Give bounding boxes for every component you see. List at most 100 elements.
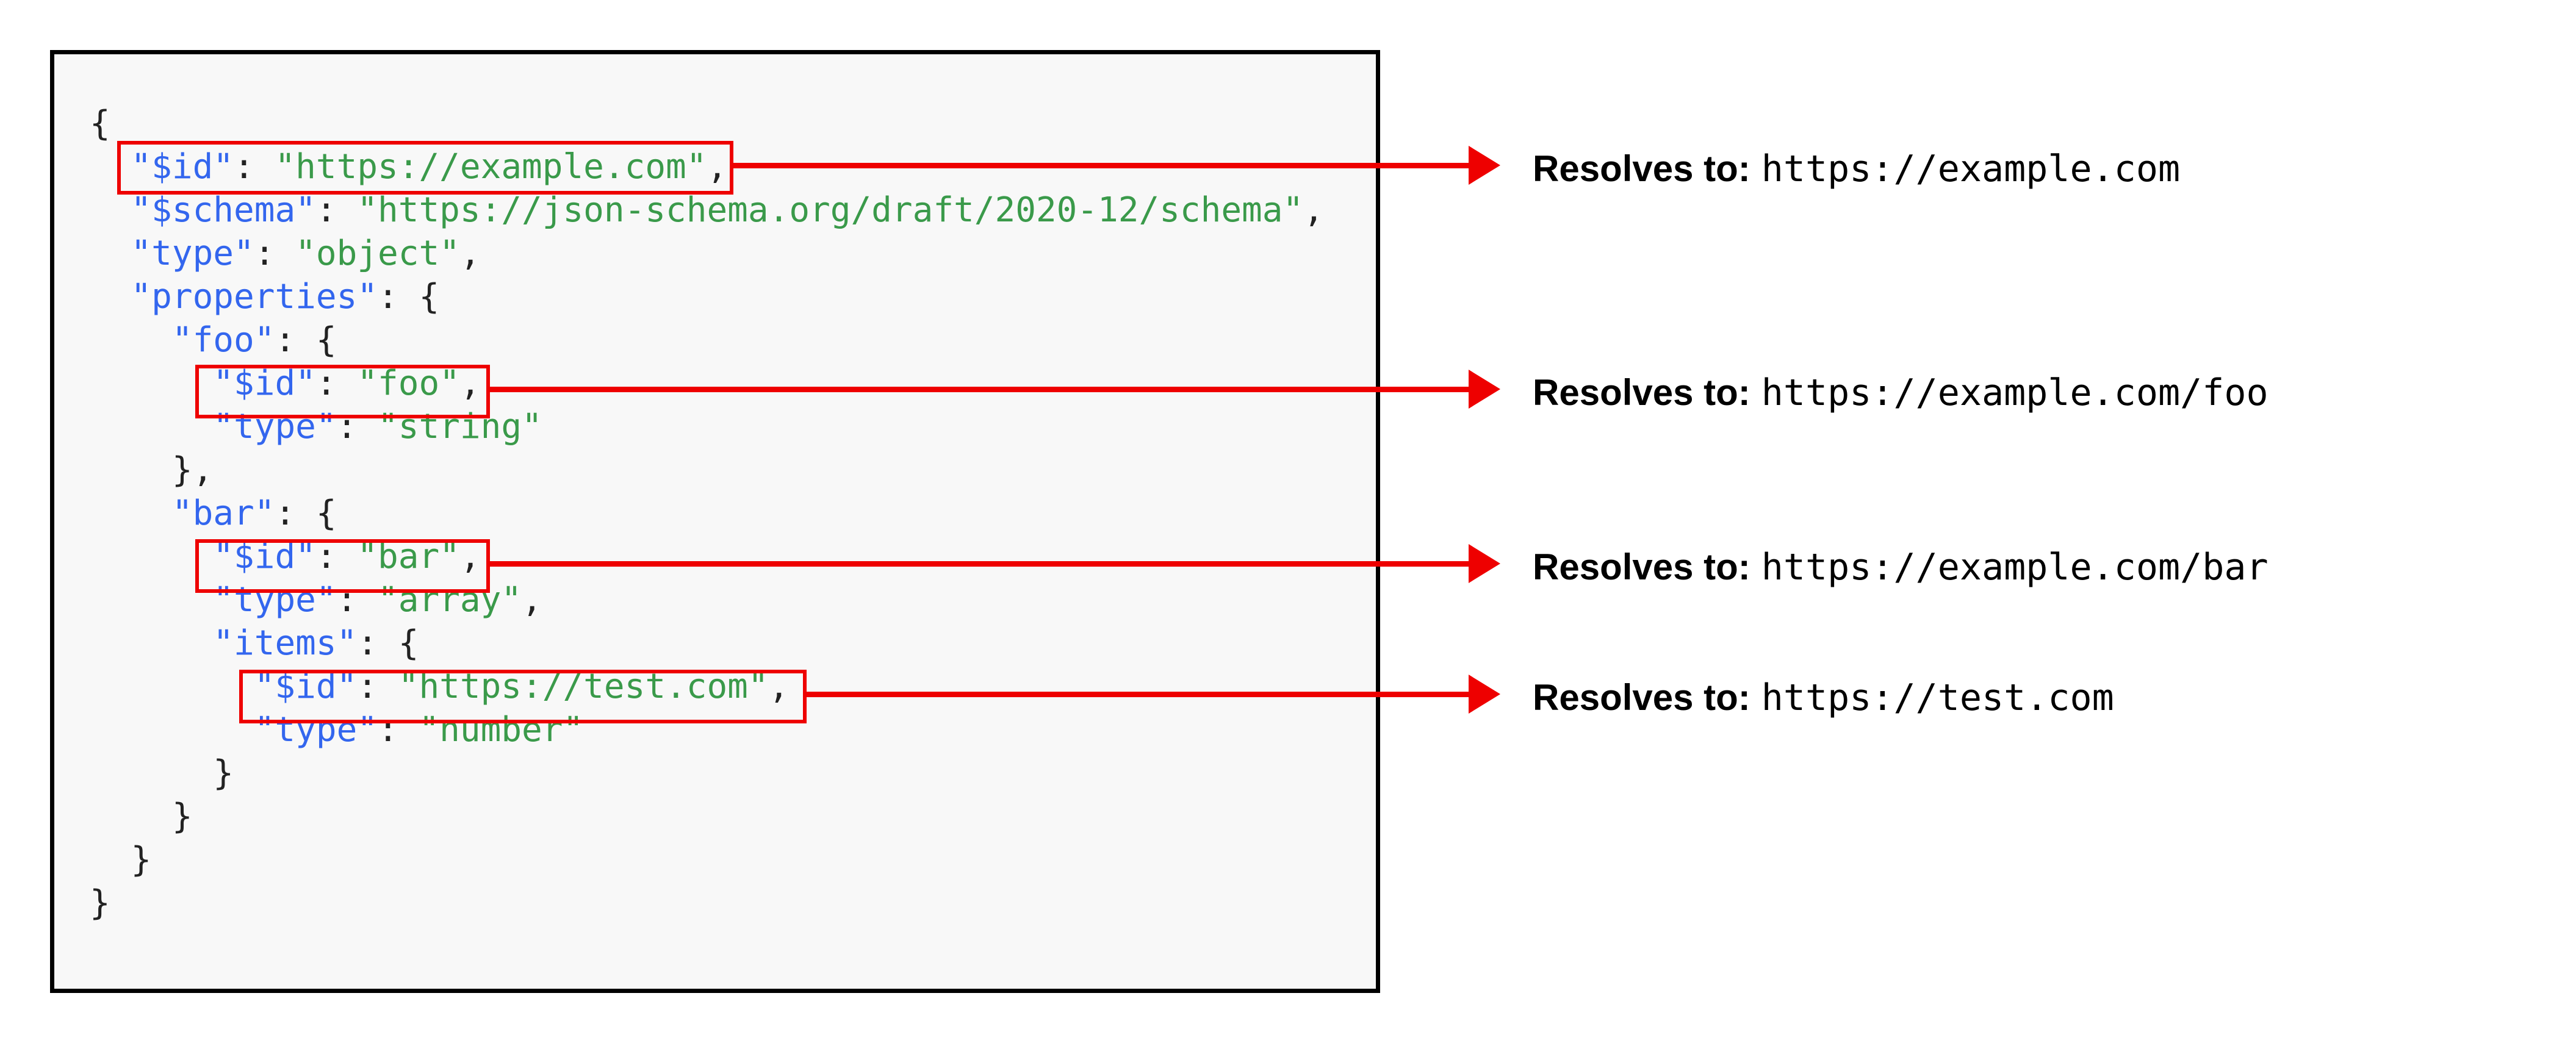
resolved-uri-value: https://example.com/foo bbox=[1761, 371, 2268, 414]
code-token-punct: { bbox=[90, 104, 110, 143]
code-token-key: "$id" bbox=[213, 364, 316, 403]
arrow-line bbox=[490, 561, 1469, 567]
code-line: "type": "object", bbox=[90, 232, 1324, 275]
code-token-punct: , bbox=[459, 234, 481, 273]
code-indent bbox=[90, 580, 213, 620]
code-token-key: "bar" bbox=[171, 493, 275, 533]
code-token-punct: } bbox=[213, 753, 234, 793]
json-code-panel: { "$id": "https://example.com", "$schema… bbox=[50, 50, 1380, 993]
code-line: "properties": { bbox=[90, 275, 1324, 318]
code-token-punct: : bbox=[336, 407, 378, 446]
code-token-punct: : bbox=[315, 537, 358, 576]
code-line: "foo": { bbox=[90, 318, 1324, 362]
code-token-punct: , bbox=[768, 667, 790, 706]
code-token-str: "https://json-schema.org/draft/2020-12/s… bbox=[357, 190, 1304, 230]
code-token-key: "items" bbox=[213, 623, 358, 663]
annotation-items-id: Resolves to: https://test.com bbox=[1533, 676, 2114, 719]
code-indent bbox=[90, 407, 213, 446]
code-token-punct: , bbox=[459, 537, 481, 576]
code-token-punct: : { bbox=[275, 493, 337, 533]
code-line: "$id": "bar", bbox=[90, 535, 1324, 578]
arrow-head-icon bbox=[1469, 146, 1500, 185]
arrow-line bbox=[807, 692, 1469, 697]
resolves-to-label: Resolves to: bbox=[1533, 677, 1750, 718]
code-line: "type": "number" bbox=[90, 708, 1324, 751]
code-indent bbox=[90, 364, 213, 403]
code-token-key: "type" bbox=[213, 407, 337, 446]
code-line: "items": { bbox=[90, 622, 1324, 665]
annotation-foo-id: Resolves to: https://example.com/foo bbox=[1533, 371, 2268, 414]
code-token-key: "$id" bbox=[254, 667, 358, 706]
resolved-uri-value: https://test.com bbox=[1761, 676, 2114, 719]
code-line: "$id": "foo", bbox=[90, 362, 1324, 405]
code-line: "bar": { bbox=[90, 492, 1324, 535]
code-token-punct: : bbox=[234, 147, 275, 187]
code-token-punct: : { bbox=[357, 623, 419, 663]
code-token-punct: , bbox=[522, 580, 542, 620]
code-line: "$schema": "https://json-schema.org/draf… bbox=[90, 188, 1324, 232]
code-token-str: "bar" bbox=[357, 537, 460, 576]
code-indent bbox=[90, 840, 131, 880]
arrow-head-icon bbox=[1469, 370, 1500, 409]
code-token-punct: : bbox=[378, 710, 419, 750]
code-line: { bbox=[90, 102, 1324, 145]
code-token-punct: : { bbox=[275, 320, 337, 360]
code-indent bbox=[90, 234, 131, 273]
code-indent bbox=[90, 450, 172, 490]
annotation-root-id: Resolves to:https://example.com bbox=[1533, 148, 2180, 190]
annotation-bar-id: Resolves to: https://example.com/bar bbox=[1533, 546, 2268, 589]
code-line: } bbox=[90, 881, 1324, 925]
code-indent bbox=[90, 623, 213, 663]
code-token-punct: : bbox=[254, 234, 296, 273]
code-indent bbox=[90, 667, 254, 706]
code-token-key: "$id" bbox=[213, 537, 316, 576]
code-line: "type": "string" bbox=[90, 405, 1324, 448]
code-line: "$id": "https://example.com", bbox=[90, 145, 1324, 188]
code-token-punct: : bbox=[336, 580, 378, 620]
arrow-line bbox=[490, 387, 1469, 392]
code-token-punct: : bbox=[315, 190, 358, 230]
arrow-line bbox=[733, 163, 1469, 168]
code-token-punct: } bbox=[90, 883, 110, 923]
code-token-str: "https://example.com" bbox=[275, 147, 707, 187]
code-indent bbox=[90, 710, 254, 750]
code-indent bbox=[90, 320, 172, 360]
code-token-key: "$schema" bbox=[131, 190, 316, 230]
resolves-to-label: Resolves to: bbox=[1533, 148, 1750, 189]
code-line: "$id": "https://test.com", bbox=[90, 665, 1324, 708]
code-token-str: "string" bbox=[378, 407, 542, 446]
code-token-punct: , bbox=[707, 147, 728, 187]
code-token-punct: : { bbox=[378, 277, 440, 317]
code-token-key: "type" bbox=[213, 580, 337, 620]
resolves-to-label: Resolves to: bbox=[1533, 547, 1750, 587]
code-token-str: "https://test.com" bbox=[398, 667, 769, 706]
code-token-punct: , bbox=[459, 364, 481, 403]
code-token-punct: } bbox=[131, 840, 152, 880]
code-line: } bbox=[90, 838, 1324, 881]
json-code-block: { "$id": "https://example.com", "$schema… bbox=[90, 102, 1324, 925]
code-token-str: "number" bbox=[419, 710, 584, 750]
resolved-uri-value: https://example.com/bar bbox=[1761, 546, 2268, 589]
code-line: }, bbox=[90, 448, 1324, 492]
resolves-to-label: Resolves to: bbox=[1533, 372, 1750, 413]
code-token-key: "properties" bbox=[131, 277, 378, 317]
code-token-punct: , bbox=[1303, 190, 1324, 230]
code-line: } bbox=[90, 751, 1324, 795]
code-indent bbox=[90, 147, 131, 187]
code-indent bbox=[90, 753, 213, 793]
code-token-punct: }, bbox=[171, 450, 214, 490]
code-token-str: "object" bbox=[295, 234, 460, 273]
code-indent bbox=[90, 797, 172, 836]
code-token-key: "foo" bbox=[171, 320, 275, 360]
code-indent bbox=[90, 190, 131, 230]
code-token-key: "type" bbox=[131, 234, 254, 273]
code-indent bbox=[90, 537, 213, 576]
code-line: } bbox=[90, 795, 1324, 838]
code-line: "type": "array", bbox=[90, 578, 1324, 622]
code-token-key: "$id" bbox=[131, 147, 234, 187]
arrow-head-icon bbox=[1469, 675, 1500, 714]
code-token-punct: : bbox=[315, 364, 358, 403]
code-token-str: "array" bbox=[378, 580, 522, 620]
code-token-key: "type" bbox=[254, 710, 378, 750]
